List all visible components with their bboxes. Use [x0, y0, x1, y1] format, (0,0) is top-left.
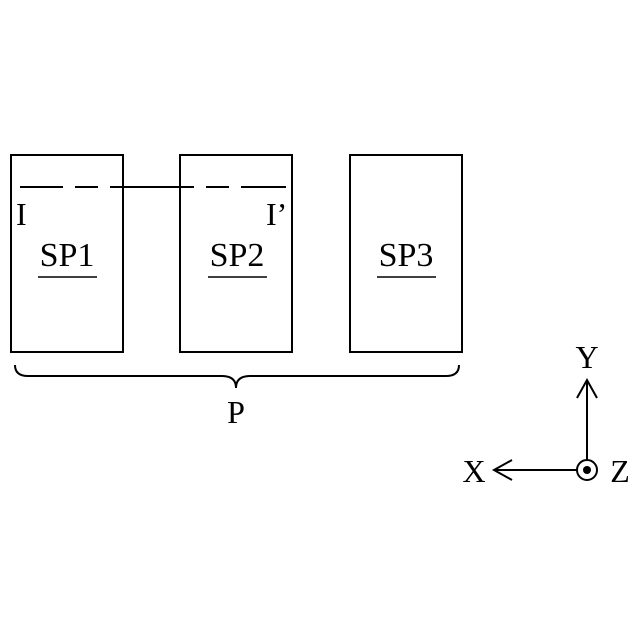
y-axis-label: Y [575, 339, 598, 375]
section-line: I I’ [16, 187, 287, 232]
subpixel-sp3: SP3 [350, 155, 462, 352]
pixel-group-brace: P [15, 365, 459, 430]
subpixel-sp2: SP2 [180, 155, 292, 352]
brace-path [15, 365, 459, 388]
pixel-group-label: P [227, 394, 245, 430]
section-end-label: I’ [266, 196, 287, 232]
z-axis-dot-icon [583, 466, 591, 474]
section-start-label: I [16, 196, 27, 232]
coordinate-axes: Y X Z [462, 339, 629, 489]
z-axis-label: Z [610, 453, 630, 489]
subpixel-sp3-label: SP3 [379, 237, 434, 274]
subpixel-sp1: SP1 [11, 155, 123, 352]
x-axis-label: X [462, 453, 485, 489]
subpixel-sp1-label: SP1 [40, 237, 95, 274]
subpixel-sp2-label: SP2 [210, 237, 265, 274]
